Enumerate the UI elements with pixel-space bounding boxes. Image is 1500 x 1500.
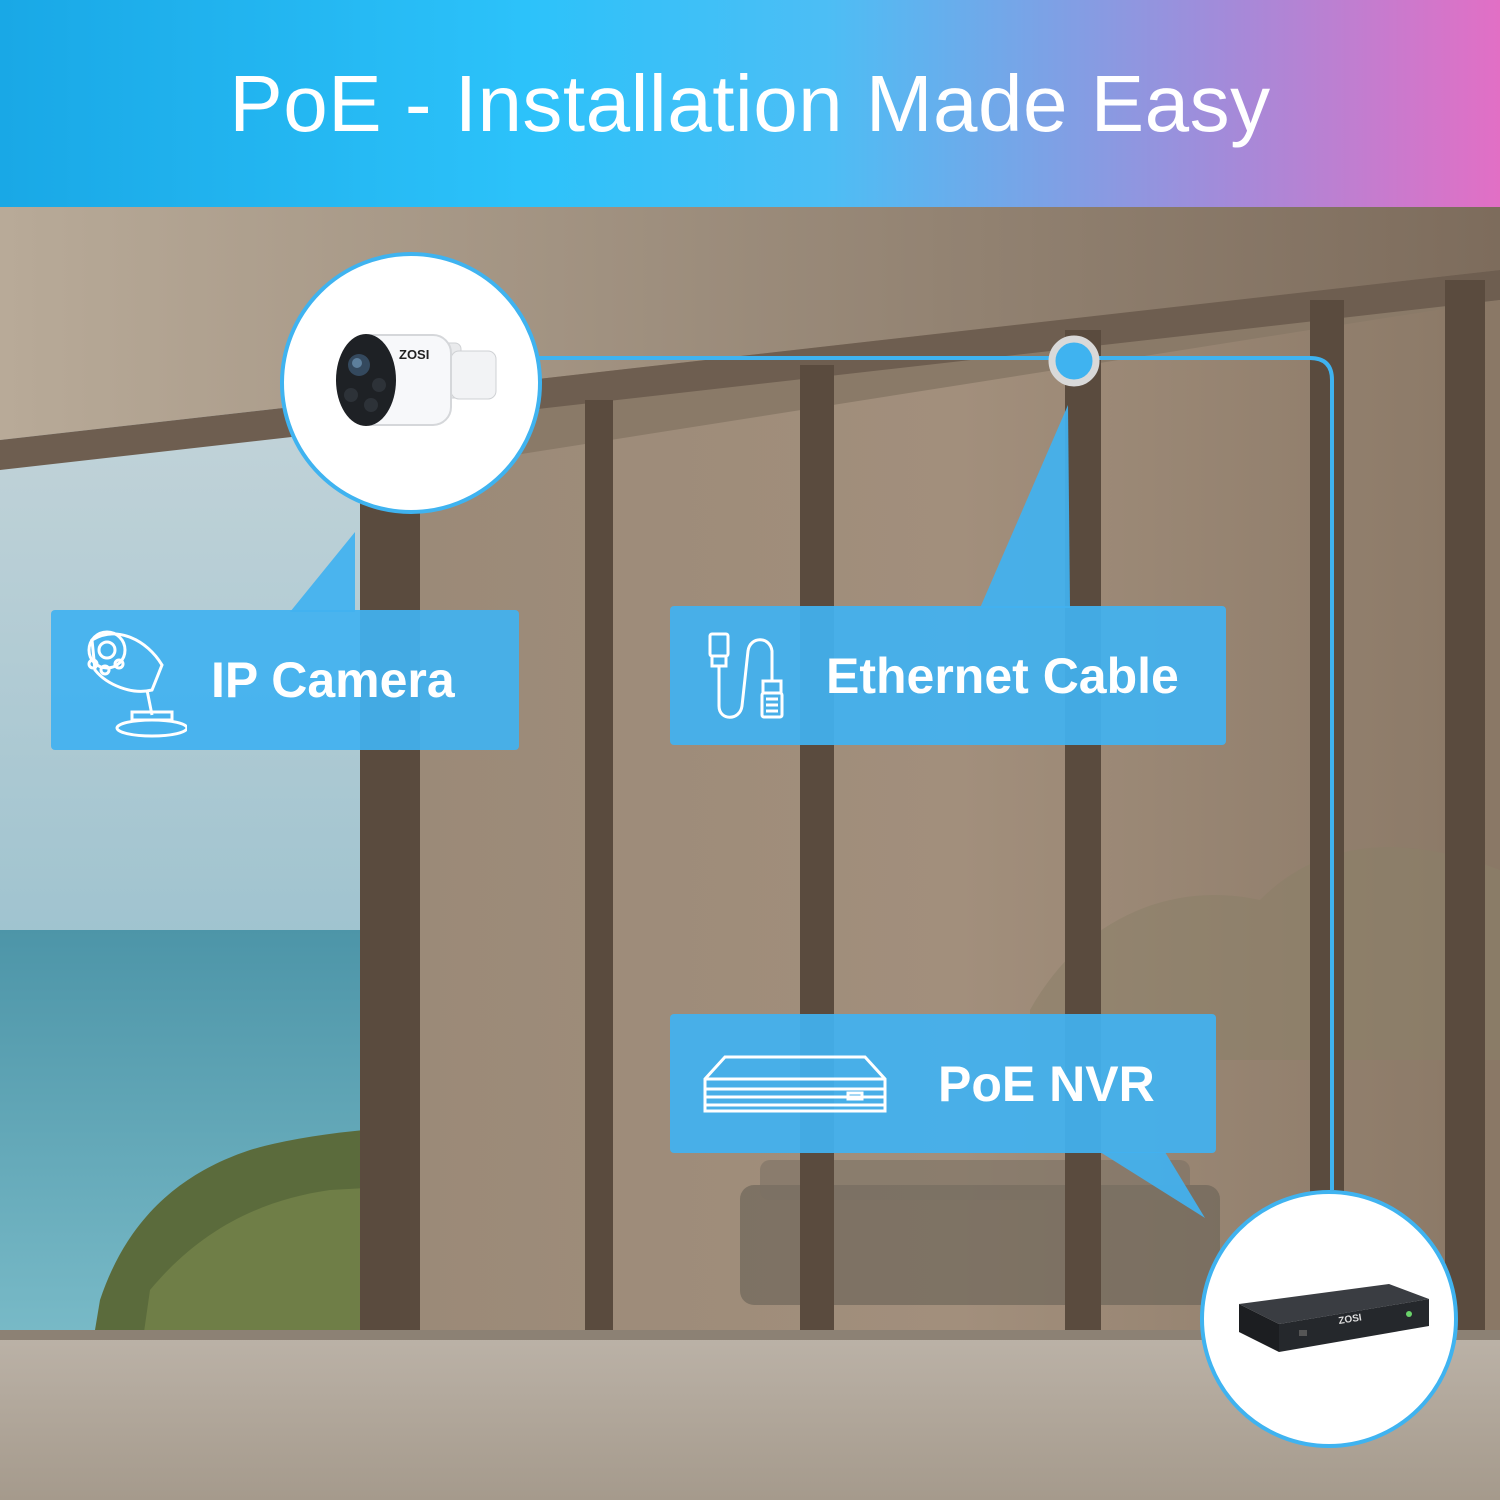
nvr-photo: ZOSI (1200, 1190, 1458, 1448)
nvr-brand: ZOSI (1338, 1312, 1363, 1327)
camera-device-icon: ZOSI (336, 334, 497, 426)
nvr-recorder-icon (700, 1049, 890, 1119)
page-title: PoE - Installation Made Easy (229, 58, 1271, 148)
camera-photo: ZOSI (280, 252, 542, 514)
security-camera-icon (77, 620, 189, 740)
header-banner: PoE - Installation Made Easy (0, 0, 1500, 207)
camera-brand: ZOSI (399, 347, 429, 362)
poe-nvr-callout: PoE NVR (670, 1014, 1216, 1153)
ip-camera-label: IP Camera (211, 652, 455, 708)
poe-nvr-label: PoE NVR (938, 1055, 1155, 1112)
ethernet-cable-label: Ethernet Cable (826, 647, 1179, 704)
ethernet-cable-icon (700, 626, 810, 726)
ethernet-cable-callout: Ethernet Cable (670, 606, 1226, 745)
ip-camera-callout: IP Camera (51, 610, 519, 750)
nvr-device-icon: ZOSI (1239, 1284, 1429, 1352)
